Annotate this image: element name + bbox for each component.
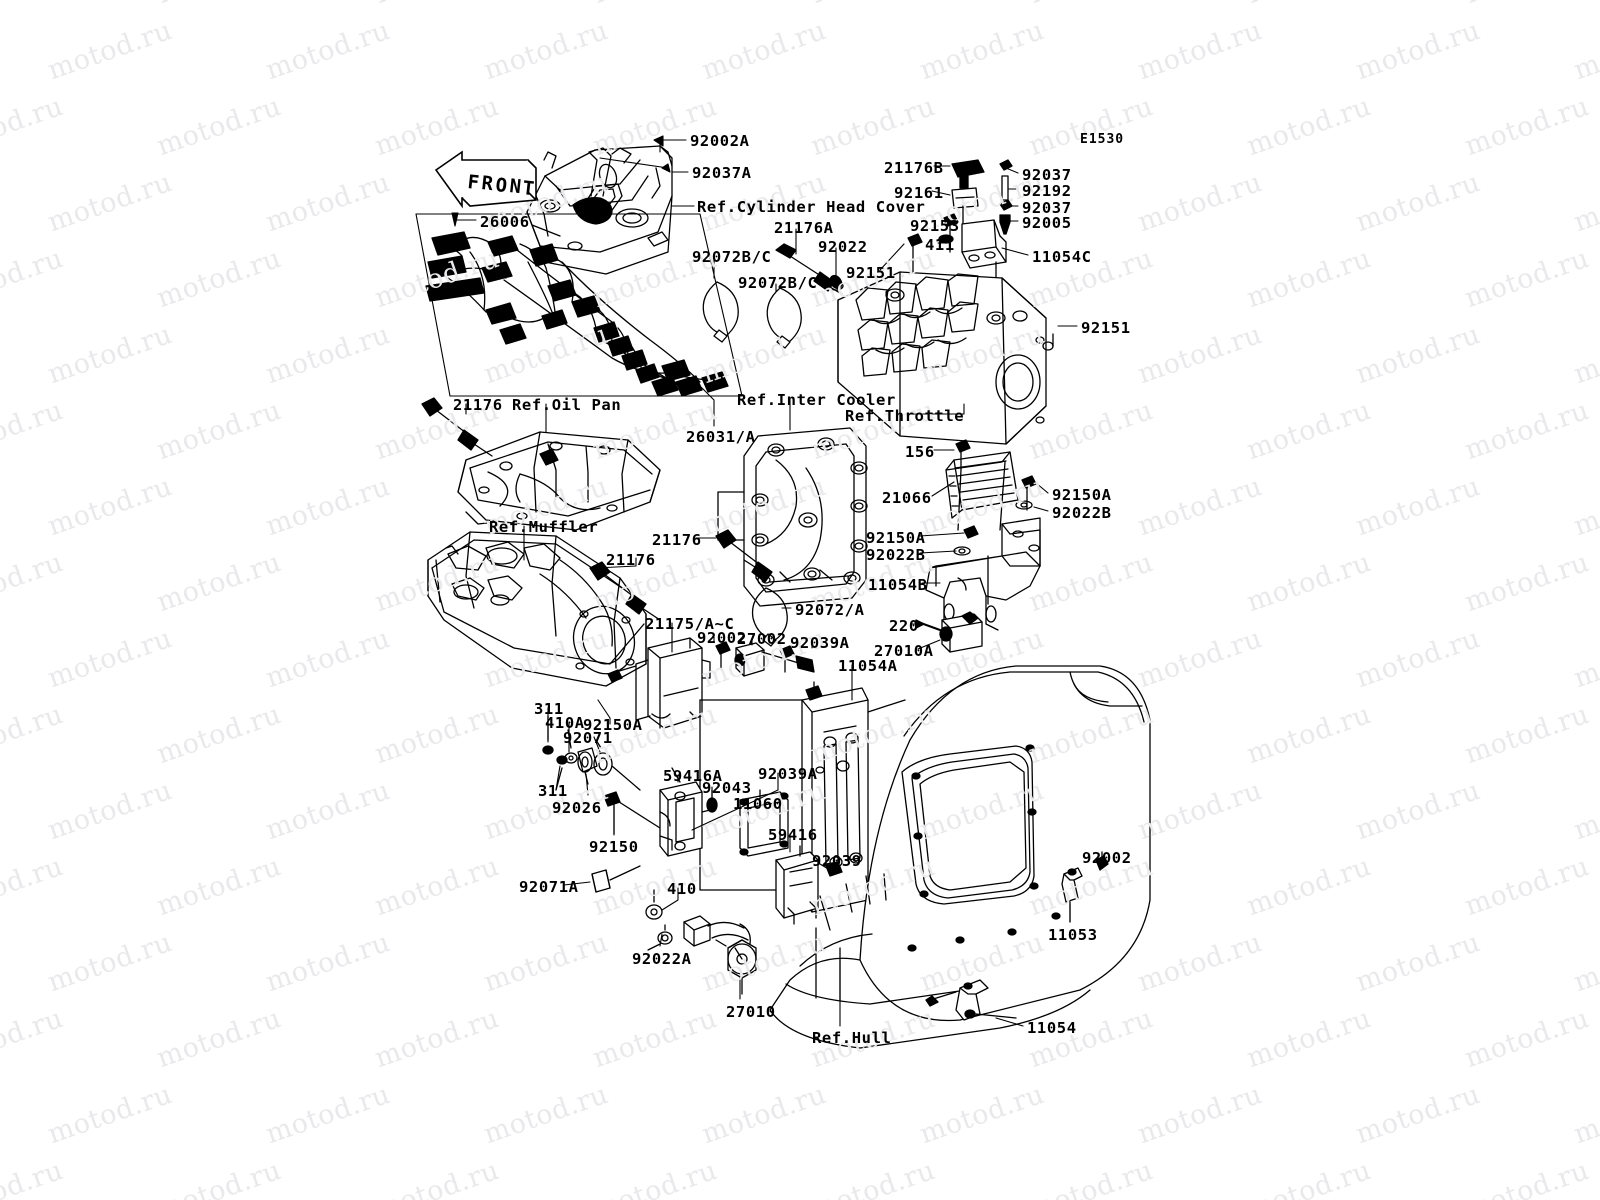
leader-lines [451, 135, 1099, 1027]
filter-holder-59416A [659, 767, 711, 857]
part-number-label: 92037 [1022, 166, 1072, 184]
svg-text:N: N [508, 175, 522, 198]
part-number-label: 311 [538, 782, 568, 800]
bracket-11053 [1061, 851, 1109, 923]
part-number-label: 27010 [726, 1003, 776, 1021]
part-number-label: 11060 [733, 795, 783, 813]
reference-label: Ref.Cylinder Head Cover [697, 198, 926, 216]
cylinder-head-cover-part [526, 145, 673, 275]
part-number-label: 21176A [774, 219, 834, 237]
part-number-label: 11054B [868, 576, 928, 594]
part-number-label: 92026 [552, 799, 602, 817]
part-number-label: 411 [925, 236, 955, 254]
part-number-label: 21176 [652, 531, 702, 549]
part-number-label: 92022 [818, 238, 868, 256]
part-number-label: 92037A [692, 164, 752, 182]
part-number-label: 21176 [606, 551, 656, 569]
part-number-label: 92002A [690, 132, 750, 150]
part-number-label: 11054C [1032, 248, 1092, 266]
svg-text:F: F [466, 171, 480, 194]
reference-label: Ref.Inter Cooler [737, 391, 896, 409]
part-number-label: 92071 [563, 729, 613, 747]
reference-label: Ref.Muffler [489, 518, 599, 536]
part-number-label: 156 [905, 443, 935, 461]
part-number-label: 26031/A [686, 428, 756, 446]
part-number-label: 92005 [1022, 214, 1072, 232]
part-number-label: 92037 [1022, 199, 1072, 217]
diagram-code: E1530 [1080, 132, 1125, 147]
part-number-label: 21066 [882, 489, 932, 507]
part-number-label: 92150A [583, 716, 643, 734]
svg-text:T: T [521, 177, 535, 200]
hull-part [769, 665, 1151, 1049]
svg-text:R: R [480, 172, 494, 195]
part-number-label: 11054 [1027, 1019, 1077, 1037]
part-number-label: 92151 [1081, 319, 1131, 337]
part-number-label: 92072B/C [738, 274, 818, 292]
part-number-label: 26006 [480, 213, 530, 231]
reference-label: Ref.Hull [812, 1029, 892, 1047]
part-number-label: 92022B [866, 546, 926, 564]
part-number-label: 92072/A [795, 601, 865, 619]
part-number-label: 410A [545, 714, 585, 732]
part-number-label: 92022A [632, 950, 692, 968]
bracket-11054 [925, 979, 1017, 1021]
part-number-label: 92072B/C [692, 248, 772, 266]
front-direction-marker: F R O N T [434, 150, 537, 209]
part-number-label: 92151 [846, 264, 896, 282]
part-number-label: 92150A [866, 529, 926, 547]
part-number-label: 92039A [758, 765, 818, 783]
wiring-harness-assembly [415, 213, 743, 397]
part-number-label: 92071A [519, 878, 579, 896]
oil-pan-part [421, 397, 661, 531]
muffler-part [427, 531, 661, 687]
part-number-label: 92022B [1052, 504, 1112, 522]
part-number-label: 21175/A~C [645, 615, 735, 633]
part-number-label: 92153 [910, 217, 960, 235]
part-number-label: 59416 [768, 826, 818, 844]
part-number-label: 11054A [838, 657, 898, 675]
switch-27010 [683, 915, 757, 995]
bracket-11054B [925, 517, 1041, 631]
part-number-label: 11053 [1048, 926, 1098, 944]
part-number-label: 92039 [812, 852, 862, 870]
part-number-label: 21176B [884, 159, 944, 177]
relay-27010A [915, 611, 983, 653]
filter-and-gasket [706, 789, 843, 925]
part-number-label: 21176 [453, 396, 503, 414]
part-number-label: 92150 [589, 838, 639, 856]
tie-wrap-parts [702, 281, 802, 349]
inter-cooler-part [717, 427, 868, 607]
part-number-label: 92002 [1082, 849, 1132, 867]
part-number-label: 59416A [663, 767, 723, 785]
reference-label: Ref.Oil Pan [512, 396, 622, 414]
part-number-label: 92150A [1052, 486, 1112, 504]
ecu-21175 [607, 637, 711, 729]
part-number-label: 92039A [790, 634, 850, 652]
part-number-label: 92161 [894, 184, 944, 202]
svg-text:O: O [494, 174, 508, 197]
relay-27002 [715, 641, 815, 677]
part-number-label: 92002 [697, 629, 747, 647]
part-number-label: 311 [534, 700, 564, 718]
reference-label: Ref.Throttle [845, 407, 965, 425]
tie-wrap-92072A [751, 587, 788, 647]
sensor-21176-center [715, 529, 773, 583]
regulator-rectifier-21066 [945, 439, 1037, 556]
part-number-label: 27002 [737, 630, 787, 648]
part-number-label: 92043 [702, 779, 752, 797]
part-number-label: 92192 [1022, 182, 1072, 200]
part-number-label: 220 [889, 617, 919, 635]
part-number-label: 27010A [874, 642, 934, 660]
part-number-label: 410 [667, 880, 697, 898]
bracket-11054C-assembly [907, 159, 1013, 313]
throttle-body-part [837, 271, 1054, 445]
